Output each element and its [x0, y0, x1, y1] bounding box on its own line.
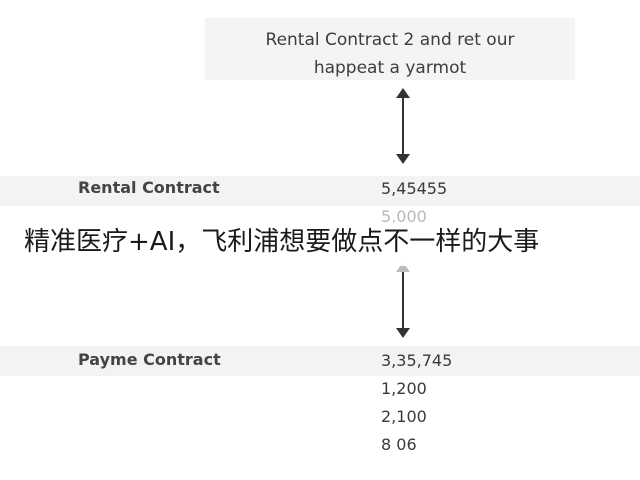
payme-contract-value: 1,200 — [381, 379, 427, 398]
top-caption-box — [205, 18, 575, 80]
rental-contract-value: 5,45455 — [381, 179, 448, 198]
top-caption: Rental Contract 2 and ret our happeat a … — [205, 26, 575, 82]
top-caption-line-1: Rental Contract 2 and ret our — [265, 30, 515, 50]
rental-contract-values: 5,45455 5,000 — [381, 175, 447, 231]
rental-contract-row-band — [0, 176, 640, 206]
rental-contract-value: 5,000 — [381, 207, 427, 226]
double-arrow-top-icon — [396, 88, 410, 164]
payme-contract-value: 8 06 — [381, 435, 417, 454]
overlay-banner — [0, 222, 640, 266]
payme-contract-label: Payme Contract — [78, 350, 221, 369]
rental-contract-label: Rental Contract — [78, 178, 220, 197]
overlay-headline: 精准医疗+AI，飞利浦想要做点不一样的大事 — [24, 227, 540, 257]
payme-contract-values: 3,35,745 1,200 2,100 8 06 — [381, 347, 452, 459]
top-caption-line-2: happeat a yarmot — [313, 58, 467, 78]
payme-contract-row-band — [0, 346, 640, 376]
payme-contract-value: 2,100 — [381, 407, 427, 426]
payme-contract-value: 3,35,745 — [381, 351, 453, 370]
double-arrow-bottom-icon — [396, 262, 410, 338]
